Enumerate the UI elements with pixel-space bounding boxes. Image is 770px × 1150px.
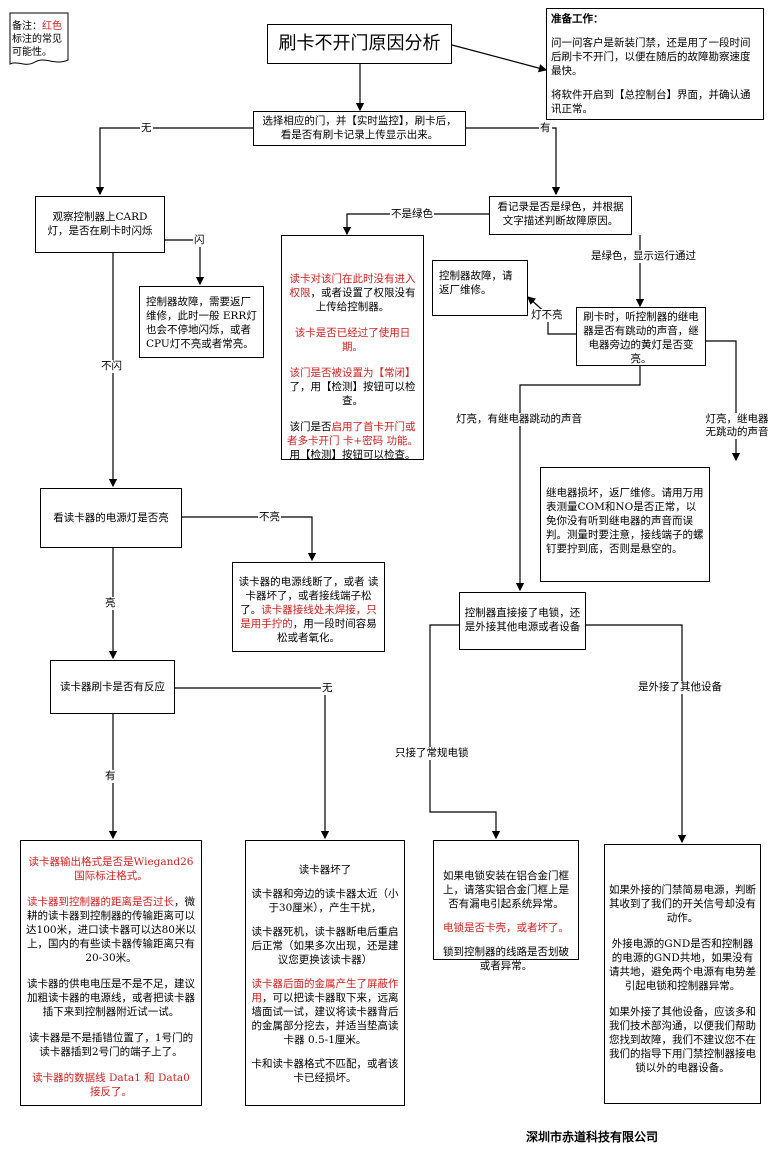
prep-p2: 将软件开启到【总控制台】界面，并确认通讯正常。 xyxy=(551,89,751,115)
col3-b3: 锁到控制器的线路是否划破或者异常。 xyxy=(443,946,569,972)
perm-r1: 读卡对该门在此时没有进入权限 xyxy=(289,273,416,299)
page-title: 刷卡不开门原因分析 xyxy=(267,24,452,64)
prep-p1: 问一问客户是新装门禁，还是用了一段时间后刷卡不开门，以便在随后的故障勘察速度最快… xyxy=(551,37,751,77)
label-react: 有 xyxy=(104,770,117,783)
power-line-broken: 读卡器的电源线断了，或者 读卡器坏了，或者接线端子松了。读卡器接线处未焊接，只是… xyxy=(232,562,385,652)
label-green: 是绿色，显示运行通过 xyxy=(590,250,697,263)
company-name: 深圳市赤道科技有限公司 xyxy=(526,1130,659,1144)
col3-r2: 电锁是否卡壳，或者坏了。 xyxy=(443,922,569,934)
label-no-react: 无 xyxy=(321,682,334,695)
label-light-off: 灯不亮 xyxy=(530,309,564,322)
controller-return: 控制器故障，请返厂维修。 xyxy=(432,260,528,316)
power-r1: 读卡器接线处未焊接，只是用手拧的 xyxy=(240,604,377,630)
label-lit: 亮 xyxy=(104,597,117,610)
col2-b5: 卡和读卡器格式不匹配，或者该卡已经损坏。 xyxy=(251,1058,399,1084)
label-yes: 有 xyxy=(539,122,552,135)
col4-b1: 如果外接的门禁简易电源，判断其收到了我们的开关信号却没有动作。 xyxy=(609,884,756,924)
reader-power-check: 看读卡器的电源灯是否亮 xyxy=(40,488,182,548)
note: 备注：红色标注的常见可能性。 xyxy=(12,20,68,60)
relay-fault: 继电器损坏，返厂维修。请用万用表测量COM和NO是否正常，以免你没有听到继电器的… xyxy=(540,467,710,582)
col2-b1: 读卡器坏了 xyxy=(298,864,352,876)
lock-check-box: 如果电锁安装在铝合金门框上，请落实铝合金门框上是否有漏电引起系统异常。 电锁是否… xyxy=(433,840,579,972)
label-not-green: 不是绿色 xyxy=(390,208,434,221)
step-monitor: 选择相应的门，并【实时监控】，刷卡后，看是否有刷卡记录上传显示出来。 xyxy=(253,111,466,146)
note-red: 红色 xyxy=(42,21,62,32)
col1-r5: 读卡器的数据线 Data1 和 Data0 接反了。 xyxy=(32,1072,190,1098)
col2-r4: 读卡器后面的金属产生了屏蔽作用 xyxy=(251,978,399,1004)
col2-b3: 读卡器死机，读卡器断电后重启后正常（如果多次出现，还是建议您更换该读卡器） xyxy=(251,926,399,966)
note-prefix: 备注： xyxy=(12,21,42,32)
note-suffix: 标注的常见可能性。 xyxy=(12,34,62,58)
col2-b2: 读卡器和旁边的读卡器太近（小于30厘米），产生干扰， xyxy=(251,888,399,914)
permission-box: 读卡对该门在此时没有进入权限，或者设置了权限没有上传给控制器。 该卡是否已经过了… xyxy=(281,235,424,461)
power-b1: 读卡器的电源线断了，或者 读卡器坏了，或者接线端子松了。 xyxy=(238,576,379,616)
col1-r1: 读卡器输出格式是否是Wiegand26国际标注格式。 xyxy=(28,856,194,882)
col1-b4: 读卡器是不是插错位置了，1号门的读卡器插到2号门的端子上了。 xyxy=(28,1032,194,1058)
col1-b3: 读卡器的供电电压是不是不足，建议加粗读卡器的电源线，或者把读卡器插下来到控制器附… xyxy=(27,978,195,1018)
perm-r3: 该门是否被设置为【常闭】 xyxy=(289,367,416,379)
record-check: 看记录是否是绿色，并根据文字描述判断故障原因。 xyxy=(489,196,632,235)
reader-format-box: 读卡器输出格式是否是Wiegand26国际标注格式。 读卡器到控制器的距离是否过… xyxy=(20,840,202,1106)
controller-fault: 控制器故障，需要返厂维修，此时一般 ERR灯也会不停地闪烁，或者CPU灯不亮或者… xyxy=(139,286,264,358)
perm-b3: 了，用【检测】按钮可以检查。 xyxy=(289,381,416,407)
label-not-lit: 不亮 xyxy=(258,511,281,524)
col4-b3: 如果外接了其他设备，应该多和我们技术部沟通，以便我们帮助您找到故障，我们不建议您… xyxy=(609,1006,756,1074)
label-no-blink: 不闪 xyxy=(100,360,123,373)
col1-b2: ，微耕的读卡器到控制器的传输距离可以达100米，进口读卡器可以达80米以上，国内… xyxy=(26,896,196,964)
label-other-device: 是外接了其他设备 xyxy=(637,681,723,694)
label-light-norelay: 灯亮，继电器无跳动的声音 xyxy=(700,413,770,439)
prep-heading: 准备工作： xyxy=(551,13,604,25)
perm-b4b: 用【检测】按钮可以检查。 xyxy=(289,449,416,461)
observe-card-led: 观察控制器上CARD灯，是否在刷卡时闪烁 xyxy=(35,196,165,253)
label-no: 无 xyxy=(140,122,153,135)
label-blink: 闪 xyxy=(193,234,206,247)
reader-broken-box: 读卡器坏了 读卡器和旁边的读卡器太近（小于30厘米），产生干扰， 读卡器死机，读… xyxy=(245,840,405,1106)
perm-b1: ，或者设置了权限没有上传给控制器。 xyxy=(310,287,416,313)
reader-react-check: 读卡器刷卡是否有反应 xyxy=(50,660,175,714)
swipe-relay-check: 刷卡时，听控制器的继电器是否有跳动的声音，继电器旁边的黄灯是否变亮。 xyxy=(576,307,706,366)
label-lock-only: 只接了常规电锁 xyxy=(394,747,470,760)
col1-r2: 读卡器到控制器的距离是否过长 xyxy=(27,896,174,908)
col3-b1: 如果电锁安装在铝合金门框上，请落实铝合金门框上是否有漏电引起系统异常。 xyxy=(443,870,569,910)
prep-box: 准备工作： 问一问客户是新装门禁，还是用了一段时间后刷卡不开门，以便在随后的故障… xyxy=(546,8,764,120)
perm-r2: 该卡是否已经过了使用日期。 xyxy=(294,327,411,353)
power-b2: ，用一段时间容易松或者氧化。 xyxy=(277,618,377,644)
col2-b4: ，可以把读卡器取下来，远离墙面试一试，建议将读卡器背后的金属部分挖去，并适当垫高… xyxy=(251,992,399,1046)
label-light-relay: 灯亮，有继电器跳动的声音 xyxy=(455,413,583,426)
col4-b2: 外接电源的GND是否和控制器的电源的GND共地，如果没有请共地，避免两个电源有电… xyxy=(609,938,756,992)
perm-r4: 启用了首卡开门或者多卡开门 卡+密码 功能。 xyxy=(287,421,418,447)
external-device-box: 如果外接的门禁简易电源，判断其收到了我们的开关信号却没有动作。 外接电源的GND… xyxy=(604,844,761,1104)
perm-b4a: 该门是否 xyxy=(289,421,332,433)
direct-lock-check: 控制器直接接了电锁，还是外接其他电源或者设备 xyxy=(459,592,586,650)
